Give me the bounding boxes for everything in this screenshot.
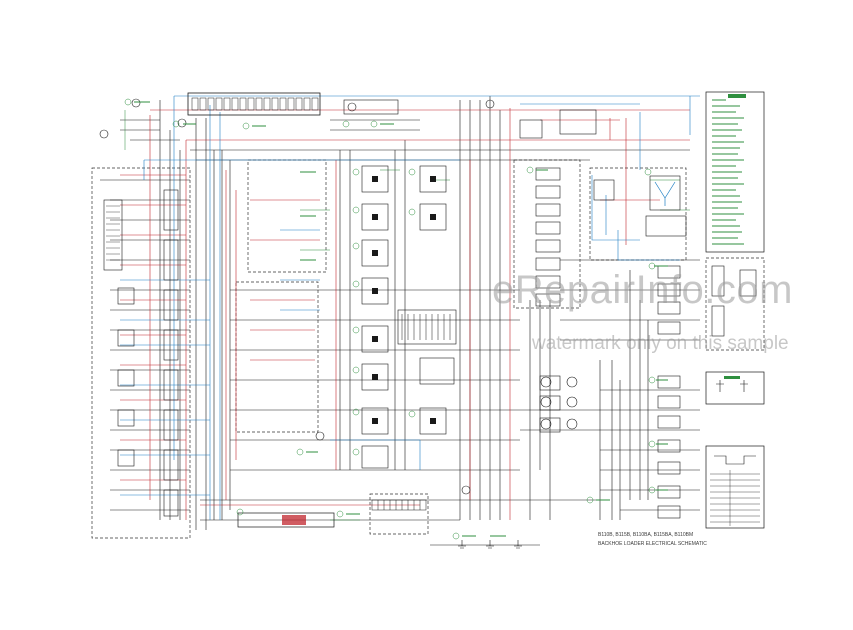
legend-panels (705, 91, 765, 529)
title-models: B110B, B115B, B110BA, B115BA, B110BM (598, 532, 694, 538)
green-wiring (124, 110, 690, 521)
blue-wiring (120, 95, 700, 520)
relay-modules (361, 165, 457, 469)
center-comb (401, 314, 451, 340)
ground-symbols (458, 540, 522, 549)
relay-inner-marks (372, 176, 436, 424)
top-right-module (519, 109, 687, 237)
round-components (99, 98, 578, 495)
right-relay-bank (535, 167, 681, 519)
title-block: B110B, B115B, B110BA, B115BA, B110BM BAC… (598, 531, 748, 549)
left-connector-stack (103, 189, 179, 517)
top-fuse-block (187, 92, 399, 116)
left-connector-pins (106, 205, 120, 261)
bottom-terminal-strip (237, 499, 427, 528)
red-wiring (120, 108, 690, 520)
small-annotations (134, 101, 668, 537)
reference-bubbles (124, 98, 656, 540)
top-right-module-fill (654, 181, 676, 206)
title-text: BACKHOE LOADER ELECTRICAL SCHEMATIC (598, 541, 707, 547)
